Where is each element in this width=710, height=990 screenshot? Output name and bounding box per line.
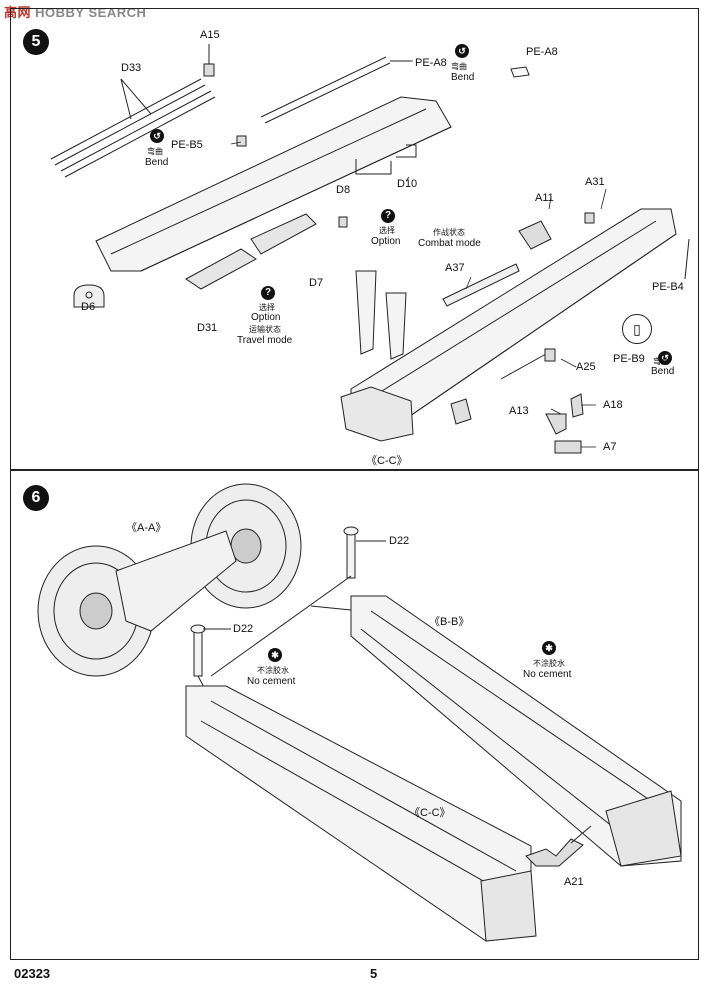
question-icon: ?	[381, 209, 395, 223]
bend-cn-label: 弯曲	[451, 62, 467, 71]
product-code: 02323	[14, 966, 51, 981]
part-label-d10: D10	[397, 178, 418, 190]
part-label-a11: A11	[535, 192, 554, 204]
step-5-drawing	[50, 44, 690, 454]
travel-en-label: Travel mode	[237, 335, 293, 346]
bend-cn-label: 弯曲	[653, 357, 669, 366]
option-en-label: Option	[371, 236, 401, 247]
bend-en-label: Bend	[651, 366, 675, 377]
part-label-a37: A37	[445, 262, 465, 274]
part-label-a15: A15	[200, 29, 220, 41]
part-label-a25: A25	[576, 361, 596, 373]
section-label-bb: 《B-B》	[429, 616, 470, 628]
part-label-d6: D6	[81, 301, 96, 313]
no-cement-cn-label: 不涂胶水	[257, 666, 289, 675]
question-icon: ?	[261, 286, 275, 300]
part-label-d7: D7	[309, 277, 324, 289]
bend-en-label: Bend	[145, 157, 169, 168]
part-label-a7: A7	[603, 441, 617, 453]
section-label-aa: 《A-A》	[126, 522, 167, 534]
no-cement-icon: ✱	[268, 648, 282, 662]
step-number: 5	[23, 29, 49, 55]
part-label-pe-a8: PE-A8	[415, 57, 447, 69]
part-label-pe-b5: PE-B5	[171, 139, 203, 151]
part-label-d22: D22	[389, 535, 410, 547]
section-label-cc: 《C-C》	[366, 455, 408, 467]
step-6-drawing	[37, 483, 682, 942]
part-label-d31: D31	[197, 322, 218, 334]
part-label-d33: D33	[121, 62, 142, 74]
no-cement-icon: ✱	[542, 641, 556, 655]
no-cement-en-label: No cement	[523, 669, 572, 680]
section-label-cc: 《C-C》	[409, 807, 451, 819]
bend-icon: ↺	[150, 129, 164, 143]
step-number: 6	[23, 485, 49, 511]
bend-icon: ↺	[658, 351, 672, 365]
bend-cn-label: 弯曲	[147, 147, 163, 156]
part-label-pe-a8-small: PE-A8	[526, 46, 558, 58]
book-icon: ▯	[622, 314, 652, 344]
part-label-d8: D8	[336, 184, 351, 196]
part-label-pe-b4: PE-B4	[652, 281, 684, 293]
no-cement-cn-label: 不涂胶水	[533, 659, 565, 668]
part-label-d22: D22	[233, 623, 254, 635]
part-label-a31: A31	[585, 176, 605, 188]
part-label-a21: A21	[564, 876, 584, 888]
bend-en-label: Bend	[451, 72, 475, 83]
no-cement-en-label: No cement	[247, 676, 296, 687]
step-5-panel: 5 A15 D33 PE-A8 PE-A8 PE-B5 D8 D10 D7 D6…	[10, 8, 699, 470]
travel-cn-label: 运输状态	[249, 325, 281, 334]
step-6-panel: 6 《A-A》 《B-B》 《C-C》 D22 D22 A21 ✱ 不涂胶水 N…	[10, 470, 699, 960]
part-label-pe-b9: PE-B9	[613, 353, 645, 365]
option-en-label: Option	[251, 312, 281, 323]
bend-icon: ↺	[455, 44, 469, 58]
part-label-a13: A13	[509, 405, 529, 417]
combat-cn-label: 作战状态	[433, 228, 465, 237]
part-label-a18: A18	[603, 399, 623, 411]
option-cn-label: 选择	[259, 303, 275, 312]
page-number: 5	[370, 966, 378, 981]
option-cn-label: 选择	[379, 226, 395, 235]
combat-en-label: Combat mode	[418, 238, 481, 249]
